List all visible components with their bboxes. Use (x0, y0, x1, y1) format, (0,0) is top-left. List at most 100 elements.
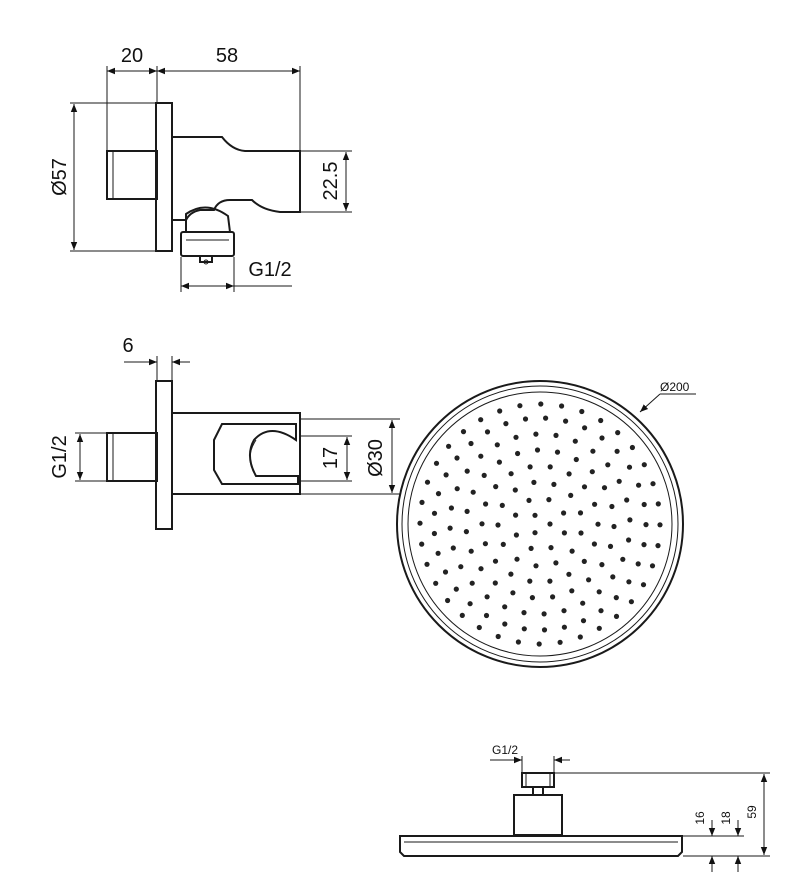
nozzle-dot (482, 541, 488, 547)
nozzle-dot (581, 484, 588, 490)
nozzle-dot (531, 479, 537, 485)
nozzle-dot (538, 401, 544, 407)
nozzle-dot (550, 594, 556, 600)
nozzle-dot (559, 403, 565, 409)
nozzle-dot (529, 595, 536, 601)
nozzle-dot (532, 530, 538, 536)
nozzle-dot (513, 532, 520, 538)
nozzle-dot (557, 639, 563, 645)
nozzle-dot (478, 566, 484, 572)
nozzle-dot (478, 453, 484, 459)
nozzle-dot (515, 639, 522, 645)
shower-head-side-view: G1/2 16 18 59 (399, 743, 770, 872)
nozzle-dot (543, 415, 549, 421)
nozzle-dot (476, 624, 482, 631)
nozzle-dot (582, 425, 588, 431)
dim-connection-thread: G1/2 (492, 743, 518, 757)
nozzle-dot (527, 464, 533, 470)
nozzle-dot (643, 522, 649, 528)
nozzle-dot (613, 595, 619, 601)
nozzle-dot (448, 505, 454, 511)
nozzle-dot (454, 455, 460, 461)
nozzle-dot (533, 431, 539, 437)
nozzle-dot (541, 627, 548, 633)
nozzle-dot (513, 512, 519, 518)
nozzle-dot (446, 443, 452, 449)
nozzle-dot (599, 562, 605, 568)
nozzle-dot (566, 471, 572, 477)
nozzle-dot (547, 464, 553, 470)
nozzle-dot (492, 558, 499, 564)
nozzle-dot (447, 525, 453, 531)
nozzle-dot (464, 468, 470, 474)
nozzle-dot (541, 611, 547, 617)
nozzle-dot (572, 438, 578, 444)
dim-height-18: 18 (719, 811, 733, 825)
nozzle-dot (547, 521, 553, 527)
nozzle-dot (613, 613, 620, 620)
dim-flange-thickness: 6 (122, 335, 133, 357)
dim-height-16: 16 (693, 811, 707, 825)
dim-body-length: 58 (216, 45, 238, 67)
nozzle-dot (592, 501, 598, 507)
nozzle-dot (568, 492, 574, 498)
nozzle-dot (484, 594, 490, 600)
elbow-side-view: 20 58 Ø57 22.5 G1/2 (49, 45, 352, 292)
nozzle-dot (548, 545, 554, 551)
nozzle-dot (508, 571, 514, 577)
nozzle-dot (611, 523, 617, 530)
nozzle-dot (419, 499, 425, 505)
nozzle-dot (577, 510, 584, 516)
nozzle-dot (492, 580, 498, 586)
nozzle-dot (649, 563, 656, 569)
nozzle-dot (526, 497, 532, 503)
nozzle-dot (459, 612, 465, 619)
nozzle-dot (641, 501, 647, 508)
nozzle-dot (528, 545, 534, 552)
nozzle-dot (481, 472, 487, 478)
nozzle-dot (417, 520, 423, 526)
nozzle-dot (551, 481, 557, 487)
nozzle-dot (493, 484, 499, 490)
nozzle-dot (577, 634, 583, 640)
nozzle-dot (454, 486, 460, 492)
nozzle-dot (655, 501, 661, 507)
nozzle-dot (484, 429, 491, 435)
nozzle-pattern (417, 401, 663, 647)
nozzle-dot (424, 479, 431, 485)
nozzle-dot (435, 491, 442, 497)
nozzle-dot (561, 510, 567, 516)
dim-holder-inner: 17 (320, 447, 342, 469)
nozzle-dot (650, 481, 656, 487)
nozzle-dot (458, 564, 464, 570)
nozzle-dot (470, 489, 476, 495)
nozzle-dot (591, 541, 598, 547)
nozzle-dot (590, 448, 596, 454)
dim-head-diameter: Ø200 (660, 380, 690, 394)
nozzle-dot (566, 571, 572, 577)
nozzle-dot (626, 579, 632, 585)
dim-holder-outer: Ø30 (365, 439, 387, 477)
nozzle-dot (655, 543, 661, 549)
nozzle-dot (580, 600, 586, 606)
nozzle-dot (596, 625, 602, 631)
nozzle-dot (502, 604, 508, 610)
nozzle-dot (581, 558, 587, 565)
nozzle-dot (641, 462, 647, 468)
nozzle-dot (510, 590, 516, 596)
elbow-front-view: 6 G1/2 17 Ø30 (49, 335, 400, 530)
nozzle-dot (495, 522, 501, 528)
nozzle-dot (433, 580, 439, 586)
nozzle-dot (554, 449, 561, 455)
nozzle-dot (578, 530, 584, 536)
nozzle-dot (517, 403, 523, 409)
dim-holder-height: 22.5 (320, 162, 342, 201)
nozzle-dot (626, 464, 633, 470)
nozzle-dot (433, 460, 440, 466)
nozzle-dot (483, 612, 490, 619)
nozzle-dot (478, 417, 484, 423)
nozzle-dot (499, 502, 505, 508)
nozzle-dot (595, 521, 601, 527)
nozzle-dot (467, 601, 473, 607)
nozzle-dot (514, 556, 520, 562)
